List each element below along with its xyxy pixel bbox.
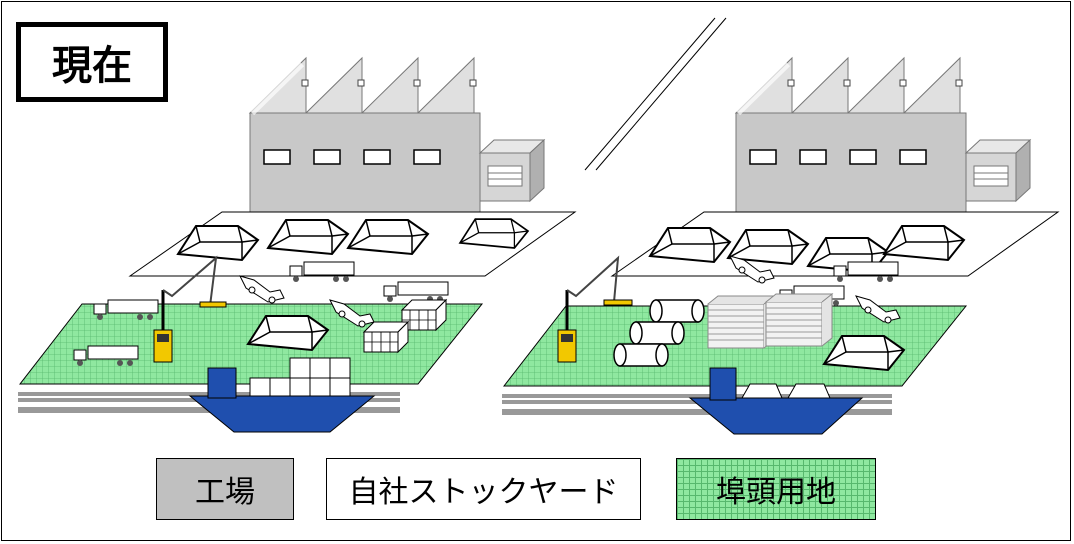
left-factory-building [250,58,544,213]
left-wharf-truck-3 [383,281,449,303]
right-factory-building [736,58,1030,213]
left-scene [18,58,577,433]
page-title: 現在 [16,22,168,102]
right-ship-ingot-2 [787,383,831,399]
scene-divider [584,17,727,171]
left-ship-containers [249,357,351,397]
left-stock-ingot-1 [177,225,259,261]
right-scene [502,58,1060,435]
right-pipe-2 [629,321,685,345]
left-ship-hull [188,395,376,433]
right-pipe-1 [649,299,705,323]
right-ship-ingot-1 [741,383,783,399]
left-loader-1 [239,275,285,304]
left-crate-1 [401,299,447,331]
right-ship-hull [688,397,864,435]
left-crate-2 [363,321,409,353]
legend-stockyard: 自社ストックヤード [326,458,641,520]
right-lumber-stack-1 [707,295,775,349]
right-pipe-3 [613,343,669,367]
right-stock-ingot-1 [649,227,731,263]
legend-factory: 工場 [156,458,294,520]
right-lumber-stack-2 [765,293,833,347]
legend-wharf: 埠頭用地 [676,458,876,520]
